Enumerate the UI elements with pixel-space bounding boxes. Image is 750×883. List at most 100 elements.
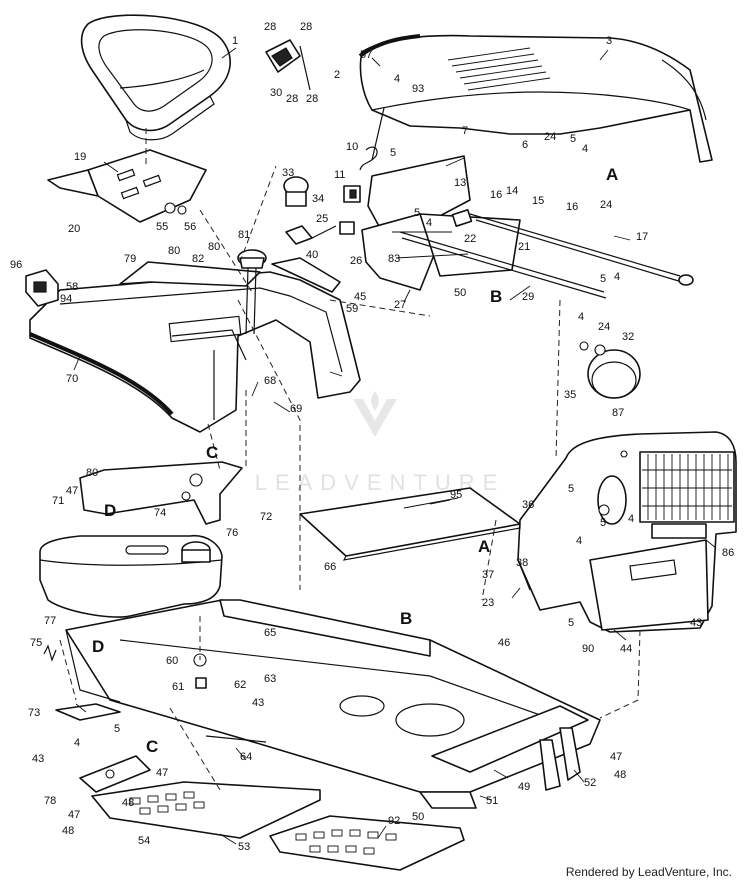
callout-50: 50 [412, 811, 424, 823]
callout-82: 82 [192, 253, 204, 265]
rear-plate [55, 703, 121, 721]
callout-43: 43 [252, 697, 264, 709]
callout-28: 28 [306, 93, 318, 105]
callout-16: 16 [490, 189, 502, 201]
hood-vents [447, 47, 551, 91]
ref-letter-b-dash: B [490, 287, 502, 306]
callout-29: 29 [522, 291, 534, 303]
fuel-tank-bracket [79, 461, 243, 525]
callout-30: 30 [270, 87, 282, 99]
ref-letter-d-frame: D [92, 637, 104, 656]
callout-2: 2 [334, 69, 340, 81]
spring-75 [43, 644, 57, 662]
callout-53: 53 [238, 841, 250, 853]
callout-38: 38 [516, 557, 528, 569]
headlight [579, 341, 641, 399]
callout-4: 4 [74, 737, 80, 749]
throttle-rod [469, 213, 694, 286]
callout-79: 79 [124, 253, 136, 265]
callout-69: 69 [290, 403, 302, 415]
callout-32: 32 [622, 331, 634, 343]
callout-21: 21 [518, 241, 530, 253]
hood [358, 34, 713, 163]
callout-58: 58 [66, 281, 78, 293]
callout-72: 72 [260, 511, 272, 523]
callout-56: 56 [184, 221, 196, 233]
part-callouts: 1 3 28 28 28 28 30 57 2 4 93 10 5 7 6 24… [10, 21, 734, 853]
clip-61 [195, 677, 207, 689]
callout-1: 1 [232, 35, 238, 47]
callout-4: 4 [628, 513, 634, 525]
choke-assembly [285, 225, 337, 245]
callout-4: 4 [576, 535, 582, 547]
callout-28: 28 [300, 21, 312, 33]
callout-35: 35 [564, 389, 576, 401]
callout-5: 5 [390, 147, 396, 159]
callout-44: 44 [620, 643, 632, 655]
callout-24: 24 [598, 321, 610, 333]
callout-62: 62 [234, 679, 246, 691]
light-switch [343, 185, 361, 203]
callout-4: 4 [426, 217, 432, 229]
callout-34: 34 [312, 193, 324, 205]
callout-83: 83 [388, 253, 400, 265]
left-footrest [91, 781, 321, 839]
callout-94: 94 [60, 293, 72, 305]
callout-54: 54 [138, 835, 150, 847]
callout-52: 52 [584, 777, 596, 789]
callout-66: 66 [324, 561, 336, 573]
ref-letter-a-hood: A [606, 165, 618, 184]
callout-87: 87 [612, 407, 624, 419]
seat-plate [47, 149, 207, 223]
dash-bracket [361, 155, 521, 291]
footer-credit: Rendered by LeadVenture, Inc. [565, 865, 732, 879]
callout-43: 43 [690, 617, 702, 629]
callout-19: 19 [74, 151, 86, 163]
callout-59: 59 [346, 303, 358, 315]
callout-37: 37 [482, 569, 494, 581]
callout-75: 75 [30, 637, 42, 649]
right-footrest [269, 815, 465, 871]
callout-33: 33 [282, 167, 294, 179]
callout-78: 78 [44, 795, 56, 807]
callout-68: 68 [264, 375, 276, 387]
callout-5: 5 [414, 207, 420, 219]
callout-81: 81 [238, 229, 250, 241]
callout-43: 43 [32, 753, 44, 765]
right-footrest-holes [295, 829, 397, 855]
callout-20: 20 [68, 223, 80, 235]
pedal-bracket [271, 257, 341, 293]
grille-bars [642, 454, 732, 520]
callout-80: 80 [208, 241, 220, 253]
left-footrest-holes [129, 791, 205, 815]
callout-47: 47 [610, 751, 622, 763]
callout-65: 65 [264, 627, 276, 639]
callout-95: 95 [450, 489, 462, 501]
ignition-switch [283, 176, 309, 207]
callout-4: 4 [394, 73, 400, 85]
frame [65, 599, 601, 809]
floor-plate [299, 487, 521, 561]
callout-4: 4 [578, 311, 584, 323]
callout-15: 15 [532, 195, 544, 207]
callout-47: 47 [66, 485, 78, 497]
ref-letter-c-fender: C [206, 443, 218, 462]
callout-57: 57 [360, 49, 372, 61]
callout-77: 77 [44, 615, 56, 627]
callout-92: 92 [388, 815, 400, 827]
callout-5: 5 [600, 517, 606, 529]
callout-5: 5 [600, 273, 606, 285]
reference-letters: A A B B C C D D [92, 165, 618, 756]
step-bracket [79, 755, 151, 793]
callout-51: 51 [486, 795, 498, 807]
callout-96: 96 [10, 259, 22, 271]
callout-90: 90 [582, 643, 594, 655]
callout-40: 40 [306, 249, 318, 261]
callout-4: 4 [614, 271, 620, 283]
callout-73: 73 [28, 707, 40, 719]
callout-23: 23 [482, 597, 494, 609]
callout-24: 24 [544, 131, 556, 143]
leadventure-watermark-logo [345, 385, 405, 450]
callout-70: 70 [66, 373, 78, 385]
